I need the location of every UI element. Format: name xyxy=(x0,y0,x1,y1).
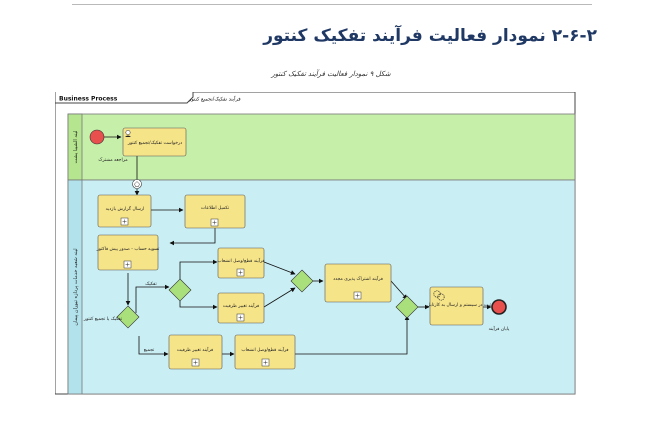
sequence-flows xyxy=(103,134,492,357)
task-record-label: تکمیل اطلاعات xyxy=(201,205,230,211)
lane-bottom-label: لینه شعبه خدمات پردازه تیوران پیمان xyxy=(73,248,79,326)
lane-top-label: لینه الشیبا یشت xyxy=(73,130,79,164)
flow-label-bottom: تجمیع xyxy=(144,348,155,353)
plus-icon xyxy=(122,219,127,224)
task-lower-sub-b xyxy=(234,334,296,370)
gear-icon xyxy=(433,290,441,298)
gateway-label-line: تفکیک یا تجمیع کنتور xyxy=(83,316,123,322)
plus-icon xyxy=(238,270,243,275)
task-upper-sub xyxy=(217,247,265,279)
task-lower-sub-a xyxy=(168,334,223,370)
task-merge-sub-label: فرآیند اشتراک پذیری مجدد xyxy=(333,276,383,282)
end-event-label: پایان فرآیند xyxy=(489,326,511,332)
task-request xyxy=(122,127,187,157)
plus-icon xyxy=(263,360,268,365)
end-event xyxy=(491,299,507,315)
task-lower-sub-b-label: فرآیند قطع/وصل انشعاب xyxy=(241,347,288,353)
start-event xyxy=(89,129,105,145)
task-middle-sub xyxy=(217,292,265,324)
lane-bottom-header xyxy=(67,179,83,395)
gear-icon xyxy=(437,293,445,301)
task-inspection-label: ارسال گزارش بازدید xyxy=(106,205,145,212)
plus-icon xyxy=(125,262,130,267)
intermediate-event xyxy=(132,179,142,189)
task-record xyxy=(184,194,246,229)
task-request-label: درخواست تفکیک/تجمیع کنتور xyxy=(127,140,182,146)
task-final-label: ثبت در سیستم و ارسال به کارتابل xyxy=(427,302,492,308)
task-lower-sub-a-label: فرآیند تغییر ظرفیت xyxy=(177,347,213,353)
activity-diagram: Business Process فرآیند تفکیک/تجمیع کنتو… xyxy=(55,92,576,395)
task-billing-label: تسویه حساب - صدور پیش فاکتور xyxy=(96,246,161,252)
task-billing xyxy=(97,234,159,271)
start-event-label: مراجعه مشترک xyxy=(98,157,128,163)
task-final xyxy=(429,286,484,326)
header-rule xyxy=(72,4,592,5)
flow-label-top: تفکیک xyxy=(145,281,157,287)
frame-tab xyxy=(55,92,194,104)
plus-icon xyxy=(193,360,198,365)
figure-caption: شکل ۹ نمودار فعالیت فرآیند تفکیک کنتور xyxy=(271,70,391,78)
user-icon-body xyxy=(125,135,131,137)
frame-tab-title: فرآیند تفکیک/تجمیع کنتور xyxy=(188,96,241,103)
frame-tab-label: Business Process xyxy=(59,96,118,103)
plus-icon xyxy=(212,220,217,225)
task-upper-sub-label: فرآیند قطع/وصل انشعاب xyxy=(217,258,264,264)
section-heading: ۲-۶-۲ نمودار فعالیت فرآیند تفکیک کنتور xyxy=(263,26,597,46)
gateway-final xyxy=(395,295,419,319)
plus-icon xyxy=(238,315,243,320)
task-merge-sub xyxy=(324,263,392,303)
gateway-split xyxy=(116,305,140,329)
task-middle-sub-label: فرآیند تغییر ظرفیت xyxy=(223,303,259,309)
task-inspection xyxy=(97,194,152,228)
gateway-inner xyxy=(168,278,192,302)
gateway-merge xyxy=(290,269,314,293)
plus-icon xyxy=(355,293,360,298)
user-icon xyxy=(125,130,131,135)
event-pentagon-icon xyxy=(134,181,140,187)
